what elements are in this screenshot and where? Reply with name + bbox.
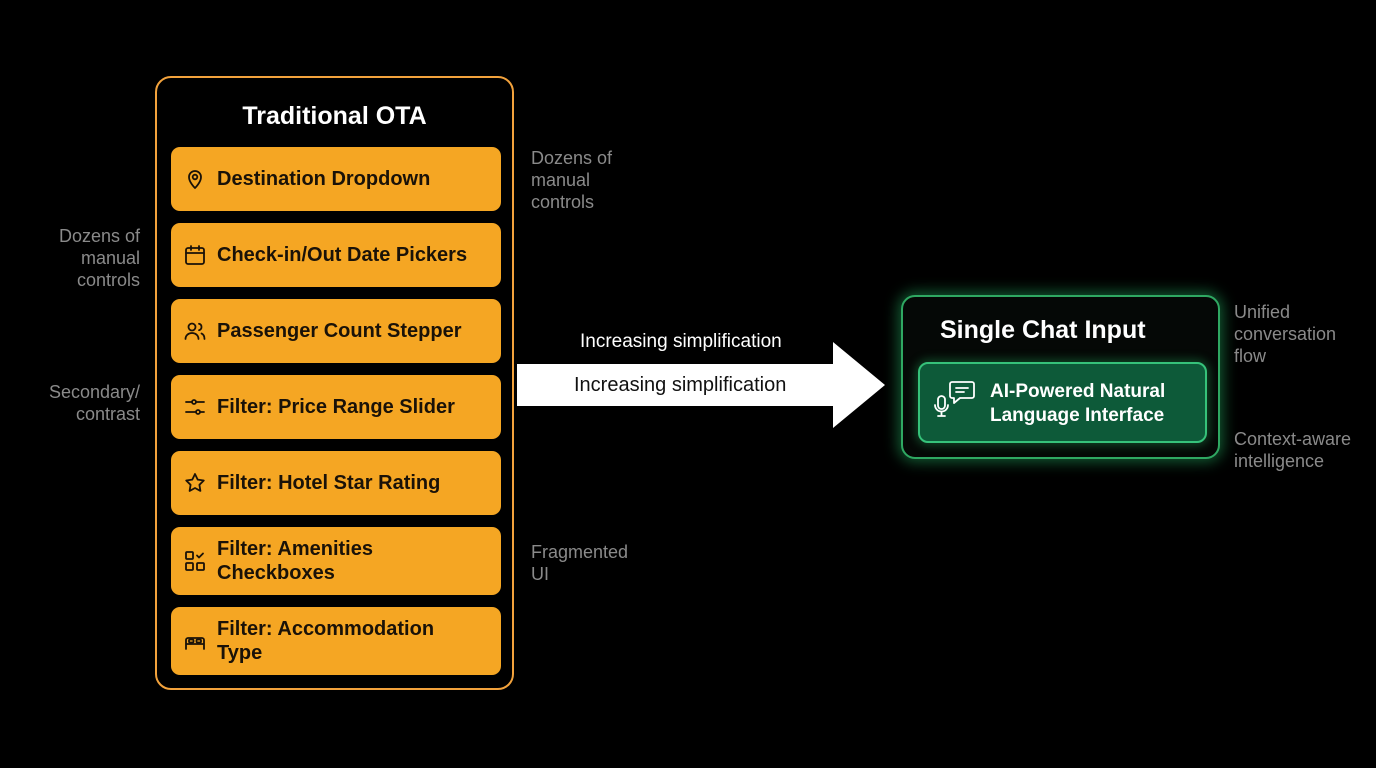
item-label: Destination Dropdown (217, 168, 431, 190)
note-line: manual (80, 248, 140, 268)
note-line: Dozens of (58, 226, 140, 246)
note-line: intelligence (1234, 451, 1325, 471)
note-left-bottom: Secondary/ contrast (20, 381, 140, 425)
date-pickers[interactable]: Check-in/Out Date Pickers (171, 223, 501, 287)
note-left-top: Dozens of manual controls (30, 225, 140, 291)
item-label: Filter: Accommodation Type (217, 617, 434, 665)
arrow-label-mid: Increasing simplification (574, 374, 787, 396)
note-line: Context-aware (1234, 429, 1352, 449)
item-label-line: Filter: Accommodation (217, 618, 435, 640)
item-label: Filter: Hotel Star Rating (217, 472, 441, 494)
note-line: controls (76, 270, 140, 290)
simplification-arrow (517, 342, 885, 428)
users-icon (183, 319, 207, 343)
item-label-line: Checkboxes (217, 562, 335, 584)
item-label: Passenger Count Stepper (217, 320, 462, 342)
note-line: controls (531, 192, 595, 212)
arrow-shape (517, 342, 885, 428)
note-line: contrast (75, 404, 140, 424)
item-label-line: Type (217, 642, 263, 664)
accommodation-type[interactable]: Filter: Accommodation Type (171, 607, 501, 675)
chat-panel-title: Single Chat Input (940, 316, 1146, 344)
star-icon (183, 471, 207, 495)
sliders-icon (183, 395, 207, 419)
chat-box-line: Language Interface (990, 405, 1165, 426)
note-line: flow (1234, 346, 1267, 366)
price-range-slider[interactable]: Filter: Price Range Slider (171, 375, 501, 439)
note-chat-bottom: Context-aware intelligence (1234, 428, 1351, 472)
note-chat-top: Unified conversation flow (1234, 301, 1336, 367)
note-line: UI (531, 564, 549, 584)
item-label: Check-in/Out Date Pickers (217, 244, 468, 266)
map-pin-icon (183, 167, 207, 191)
note-line: conversation (1234, 324, 1337, 344)
note-line: Fragmented (531, 542, 629, 562)
checkbox-grid-icon (183, 549, 207, 573)
note-line: Secondary/ (48, 382, 140, 402)
note-right-top: Dozens of manual controls (531, 147, 612, 213)
passenger-count-stepper[interactable]: Passenger Count Stepper (171, 299, 501, 363)
destination-dropdown[interactable]: Destination Dropdown (171, 147, 501, 211)
chat-box-label: AI-Powered Natural Language Interface (990, 380, 1165, 428)
item-label-line: Filter: Amenities (217, 538, 373, 560)
note-line: Dozens of (531, 148, 613, 168)
single-chat-input-panel: Single Chat Input AI-Powered Natural Lan… (901, 295, 1220, 459)
chat-box-line: AI-Powered Natural (990, 381, 1166, 402)
note-line: Unified (1234, 302, 1291, 322)
amenities-checkboxes[interactable]: Filter: Amenities Checkboxes (171, 527, 501, 595)
item-label: Filter: Price Range Slider (217, 396, 455, 418)
arrow-label-top: Increasing simplification (580, 331, 782, 352)
note-right-bottom: Fragmented UI (531, 541, 628, 585)
note-line: manual (531, 170, 591, 190)
ai-chat-input[interactable]: AI-Powered Natural Language Interface (918, 362, 1207, 443)
mic-chat-icon (934, 381, 975, 417)
calendar-icon (183, 243, 207, 267)
item-label: Filter: Amenities Checkboxes (217, 537, 373, 585)
bed-icon (183, 629, 207, 653)
ota-panel-title: Traditional OTA (242, 102, 427, 130)
hotel-star-rating[interactable]: Filter: Hotel Star Rating (171, 451, 501, 515)
traditional-ota-panel: Traditional OTA Destination Dropdown Che… (155, 76, 514, 690)
